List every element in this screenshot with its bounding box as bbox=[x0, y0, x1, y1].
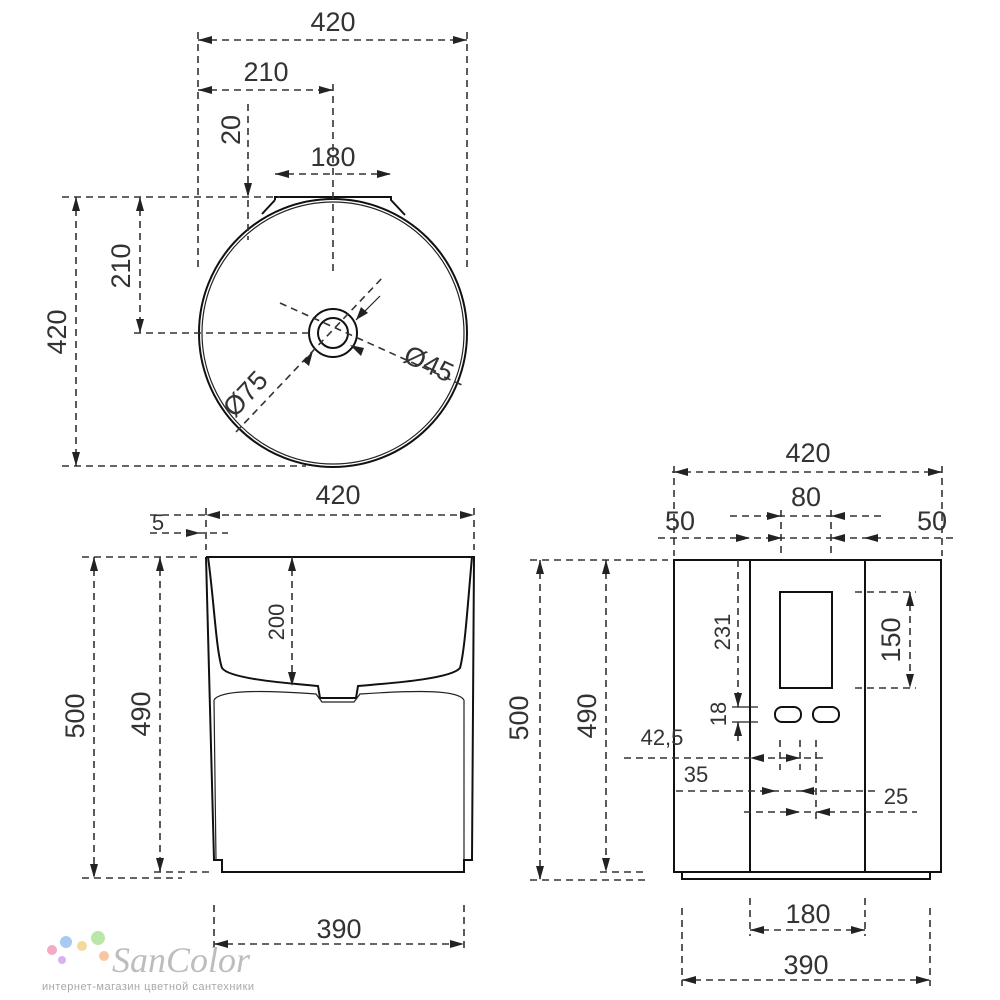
back-panel-width-label: 180 bbox=[785, 899, 830, 929]
cutout-height-label: 150 bbox=[876, 617, 906, 662]
brand-name: SanColor bbox=[112, 940, 251, 980]
back-center-width-label: 80 bbox=[791, 482, 821, 512]
drain-inner-label: Ø45 bbox=[399, 339, 458, 388]
sancolor-watermark: SanColor интернет-магазин цветной сантех… bbox=[42, 931, 255, 993]
bowl-depth-label: 200 bbox=[264, 604, 289, 641]
overflow-slot-right bbox=[812, 706, 840, 723]
drain-inner-circle bbox=[317, 317, 349, 349]
side-width-label: 420 bbox=[315, 480, 360, 510]
back-width-label: 420 bbox=[785, 438, 830, 468]
bowl-outline bbox=[207, 556, 473, 699]
back-view: 420 80 50 50 231 150 18 42 bbox=[504, 438, 958, 986]
drain-outer-circle bbox=[308, 308, 358, 358]
bowl-underside bbox=[213, 690, 465, 703]
top-depth-label: 420 bbox=[42, 309, 72, 354]
back-base-width-label: 390 bbox=[783, 950, 828, 980]
brand-tagline: интернет-магазин цветной сантехники bbox=[42, 981, 255, 993]
back-offset-label: 20 bbox=[216, 115, 246, 145]
slot-offset-label: 42,5 bbox=[641, 725, 684, 750]
top-half-depth-label: 210 bbox=[106, 243, 136, 288]
back-base-plinth bbox=[681, 871, 931, 880]
back-total-height-label: 500 bbox=[504, 695, 534, 740]
basin-inner-rim bbox=[201, 201, 465, 465]
side-body-height-label: 490 bbox=[126, 691, 156, 736]
side-total-height-label: 500 bbox=[60, 693, 90, 738]
overflow-slot-left bbox=[774, 706, 802, 723]
back-cutout bbox=[779, 591, 833, 689]
side-body-outline bbox=[205, 556, 476, 873]
top-view: 420 210 20 180 420 210 Ø45 Ø75 bbox=[42, 7, 468, 468]
color-dots-logo bbox=[47, 931, 109, 964]
back-flat-label: 180 bbox=[310, 142, 355, 172]
side-view: 420 5 200 500 490 390 bbox=[60, 480, 476, 950]
back-left-margin-label: 50 bbox=[665, 506, 695, 536]
top-half-width-label: 210 bbox=[243, 57, 288, 87]
back-flat-edge bbox=[274, 196, 406, 216]
slot-width-label: 35 bbox=[684, 762, 708, 787]
back-body-height-label: 490 bbox=[572, 693, 602, 738]
back-flat-edge-left bbox=[261, 199, 276, 215]
wall-offset-label: 5 bbox=[152, 510, 164, 535]
basin-outline-top bbox=[198, 198, 468, 468]
cutout-top-label: 231 bbox=[710, 614, 735, 651]
slot-height-label: 18 bbox=[706, 702, 731, 726]
side-base-width-label: 390 bbox=[316, 914, 361, 944]
slot-gap-label: 25 bbox=[884, 784, 908, 809]
back-right-margin-label: 50 bbox=[917, 506, 947, 536]
top-width-label: 420 bbox=[310, 7, 355, 37]
